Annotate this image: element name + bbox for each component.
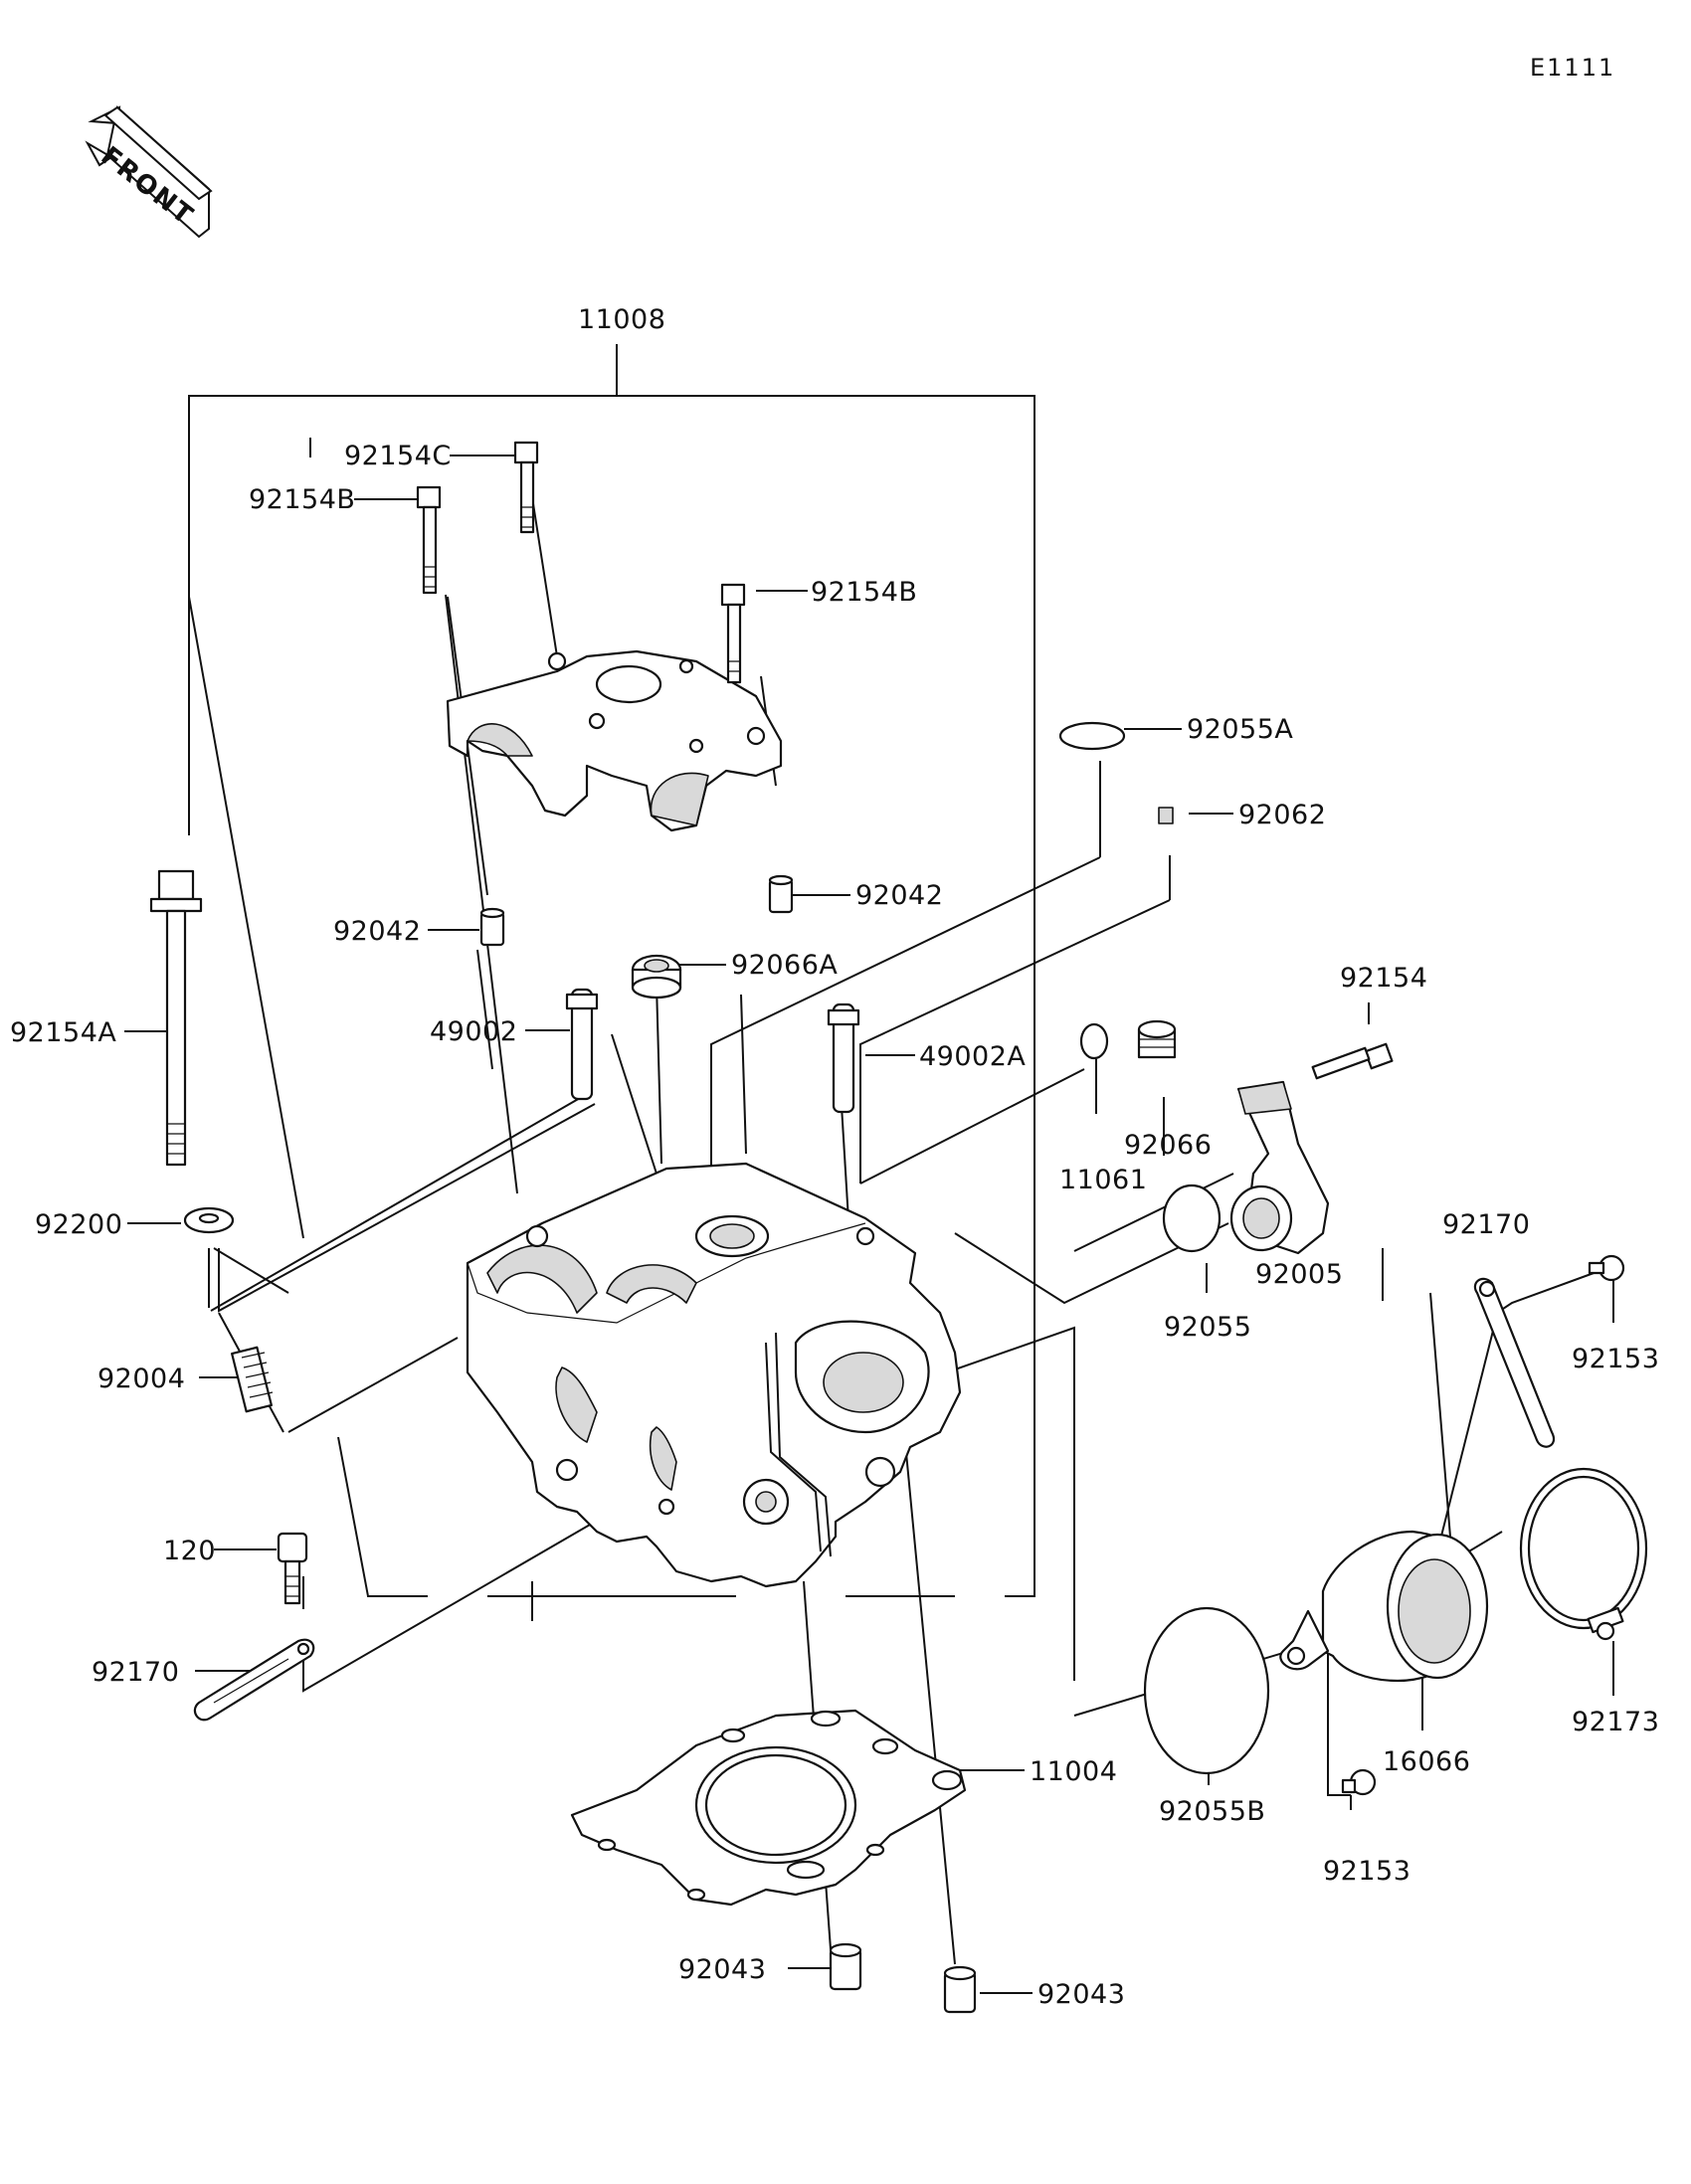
part-labels: 11008 92154C 92154B 92154B 92055A 92062 …: [10, 304, 1659, 2010]
label-92055B: 92055B: [1159, 1796, 1265, 1827]
label-92043-right: 92043: [1037, 1979, 1125, 2010]
label-92200: 92200: [35, 1209, 122, 1240]
plug-92066A: [631, 954, 682, 1000]
tensioner-92005: [1229, 1080, 1330, 1255]
bolt-92154: [1311, 1042, 1394, 1080]
leader-lines: [124, 438, 1614, 1994]
clamp-92173: [1519, 1467, 1648, 1641]
label-92153-upper: 92153: [1572, 1344, 1659, 1374]
label-92055A: 92055A: [1187, 714, 1293, 745]
label-11008: 11008: [578, 304, 665, 335]
cylinder-head-gasket-11004: [570, 1709, 967, 1907]
screw-92153-upper: [1588, 1254, 1625, 1282]
dowel-92043-left: [829, 1942, 862, 1991]
camshaft-holder: [446, 649, 783, 832]
washer-92200: [183, 1206, 235, 1234]
label-92170-right: 92170: [1442, 1209, 1530, 1240]
label-49002A: 49002A: [919, 1041, 1026, 1072]
intake-insulator-16066: [1279, 1530, 1489, 1683]
bolt-92154C: [513, 441, 539, 534]
label-92042-left: 92042: [333, 916, 421, 947]
label-11061: 11061: [1059, 1165, 1147, 1195]
bracket-92170-left: [193, 1638, 315, 1722]
label-92170-left: 92170: [92, 1657, 179, 1688]
label-92055: 92055: [1164, 1312, 1251, 1343]
o-ring-92055B: [1143, 1606, 1270, 1775]
front-arrow-icon: FRONT: [85, 105, 213, 239]
bolt-92154B-left: [416, 485, 442, 595]
screw-92153-lower: [1341, 1768, 1377, 1796]
label-120: 120: [163, 1536, 216, 1566]
label-92154A: 92154A: [10, 1017, 116, 1048]
assembly-bracket-11008: [188, 344, 1035, 1597]
label-11004: 11004: [1030, 1756, 1117, 1787]
label-92042-right: 92042: [855, 880, 943, 911]
label-92062: 92062: [1238, 800, 1326, 830]
label-16066: 16066: [1383, 1746, 1470, 1777]
label-92005: 92005: [1255, 1259, 1343, 1290]
bolt-92154A: [149, 869, 203, 1167]
label-49002: 49002: [430, 1016, 517, 1047]
o-ring-92055A: [1058, 721, 1126, 751]
stud-92004: [231, 1346, 274, 1413]
o-ring-92055: [1162, 1183, 1221, 1253]
label-92153-lower: 92153: [1323, 1856, 1410, 1887]
label-92154B-right: 92154B: [811, 577, 917, 608]
bolt-120: [277, 1532, 308, 1605]
plug-92066: [1137, 1019, 1177, 1059]
valve-guide-49002: [565, 988, 599, 1101]
label-92154: 92154: [1340, 963, 1427, 994]
diagram-code: E1111: [1530, 54, 1615, 82]
dowel-92042-left: [479, 907, 505, 947]
label-92066: 92066: [1124, 1130, 1212, 1161]
dowel-92043-right: [943, 1965, 977, 2014]
dowel-92042-right: [768, 874, 794, 914]
label-92173: 92173: [1572, 1707, 1659, 1737]
valve-guide-49002A: [827, 1002, 860, 1114]
label-92004: 92004: [97, 1364, 185, 1394]
label-92043-left: 92043: [678, 1954, 766, 1985]
label-92066A: 92066A: [731, 950, 838, 981]
o-ring-11061: [1079, 1022, 1109, 1060]
cylinder-head: [466, 1162, 962, 1588]
plug-92062: [1158, 807, 1174, 824]
label-92154B-left: 92154B: [249, 484, 355, 515]
bolt-92154B-right: [720, 583, 746, 684]
label-92154C: 92154C: [344, 441, 452, 471]
bracket-92170-right: [1473, 1277, 1555, 1448]
